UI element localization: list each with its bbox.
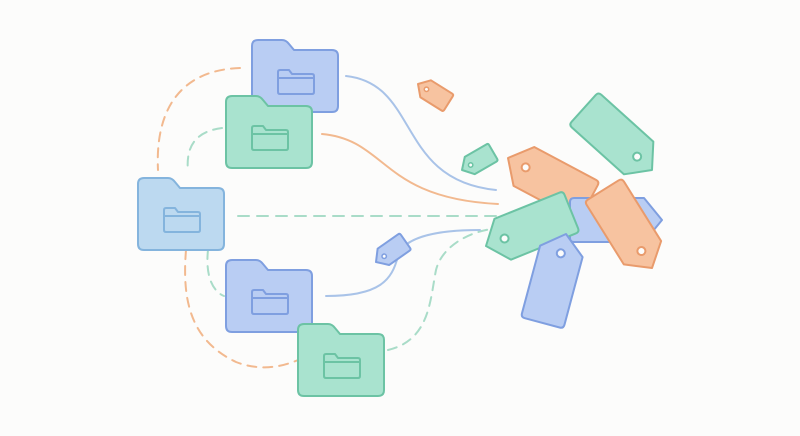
- solid-connector-blue-top: [345, 75, 497, 191]
- dashed-connector-mint-top: [186, 127, 223, 173]
- dashed-connector-peach-top: [156, 67, 241, 171]
- connection-lines: [156, 67, 501, 369]
- folder-mint-bottom: [297, 323, 385, 397]
- folder-lightblue-left: [137, 177, 225, 251]
- dashed-connector-mint-left: [206, 249, 225, 297]
- small-tag-blue: [369, 232, 413, 272]
- dashed-connector-peach-bottom: [184, 249, 299, 369]
- folder-blue-bottom: [225, 259, 313, 333]
- tag-cluster: [476, 91, 672, 330]
- dashed-connector-mint-bottom: [387, 227, 501, 351]
- small-tag-mint: [456, 142, 500, 180]
- solid-connector-peach: [321, 133, 499, 205]
- folder-mint-top: [225, 95, 313, 169]
- small-tag-peach: [411, 74, 455, 113]
